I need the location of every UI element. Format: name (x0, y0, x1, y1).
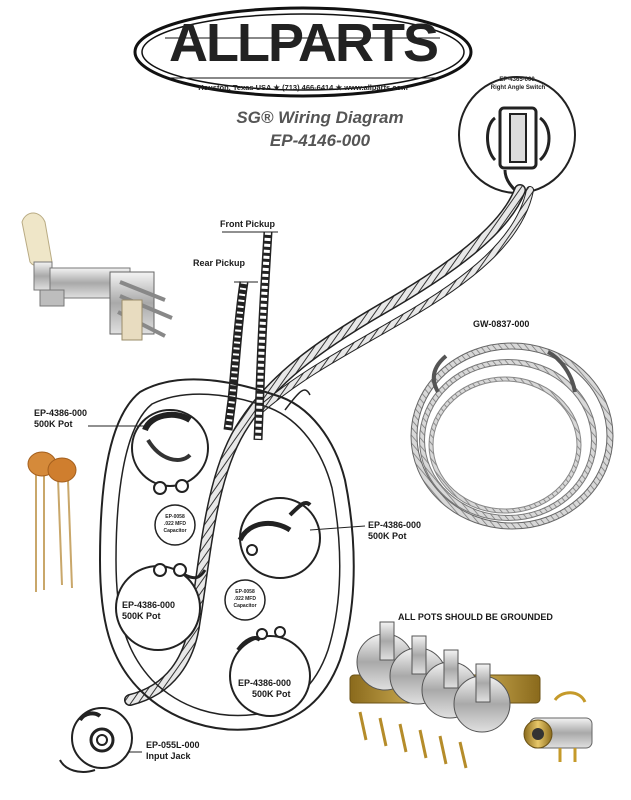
switch-desc-label: Right Angle Switch (490, 85, 546, 91)
pot-upper-left (131, 409, 209, 495)
front-pickup-label: Front Pickup (220, 219, 276, 229)
pot-ll-part-label: EP-4386-000 (122, 600, 176, 610)
logo-tagline: Houston, Texas USA ★ (713) 466-6414 ★ ww… (198, 83, 408, 92)
pot-ul-part-label: EP-4386-000 (34, 408, 88, 418)
capacitors-photo (27, 451, 77, 592)
pickup-leads (222, 231, 278, 441)
diagram-part-number: EP-4146-000 (269, 131, 371, 150)
jack-part-label: EP-055L-000 (146, 740, 200, 750)
cap1-desc-label: .022 MFD (164, 521, 186, 527)
pot-middle-right (237, 497, 321, 579)
pots-photo (349, 621, 541, 769)
allparts-logo-frame (133, 6, 473, 98)
input-jack (59, 707, 133, 773)
pot-ul-desc-label: 500K Pot (34, 419, 73, 429)
allparts-logo: ALLPARTS (169, 13, 439, 73)
grounding-note: ALL POTS SHOULD BE GROUNDED (398, 612, 553, 622)
jack-photo (523, 691, 593, 762)
pot-lr-desc-label: 500K Pot (252, 689, 291, 699)
cap1-desc2-label: Capacitor (163, 528, 187, 534)
cap1-part-label: EP-0058 (165, 514, 185, 520)
leader-lines (88, 425, 366, 753)
toggle-switch-photo (21, 212, 173, 341)
jack-desc-label: Input Jack (146, 751, 191, 761)
switch-part-label: EP-4365-000 (499, 77, 535, 83)
pot-lower-left (115, 563, 207, 651)
cap2-desc-label: .022 MFD (234, 596, 256, 602)
pot-lr-part-label: EP-4386-000 (238, 678, 292, 688)
diagram-title: SG® Wiring Diagram (236, 108, 404, 127)
pot-r-part-label: EP-4386-000 (368, 520, 422, 530)
switch-detail (458, 76, 576, 197)
pot-r-desc-label: 500K Pot (368, 531, 407, 541)
braided-cable (124, 184, 534, 706)
pot-ll-desc-label: 500K Pot (122, 611, 161, 621)
pot-lower-right (229, 626, 311, 717)
cap2-desc2-label: Capacitor (233, 603, 257, 609)
cap2-part-label: EP-0058 (235, 589, 255, 595)
rear-pickup-label: Rear Pickup (193, 258, 246, 268)
coiled-wire-photo (410, 342, 614, 530)
cap2-body (224, 579, 266, 621)
wire-part-label: GW-0837-000 (473, 319, 530, 329)
cap1-body (154, 504, 196, 546)
